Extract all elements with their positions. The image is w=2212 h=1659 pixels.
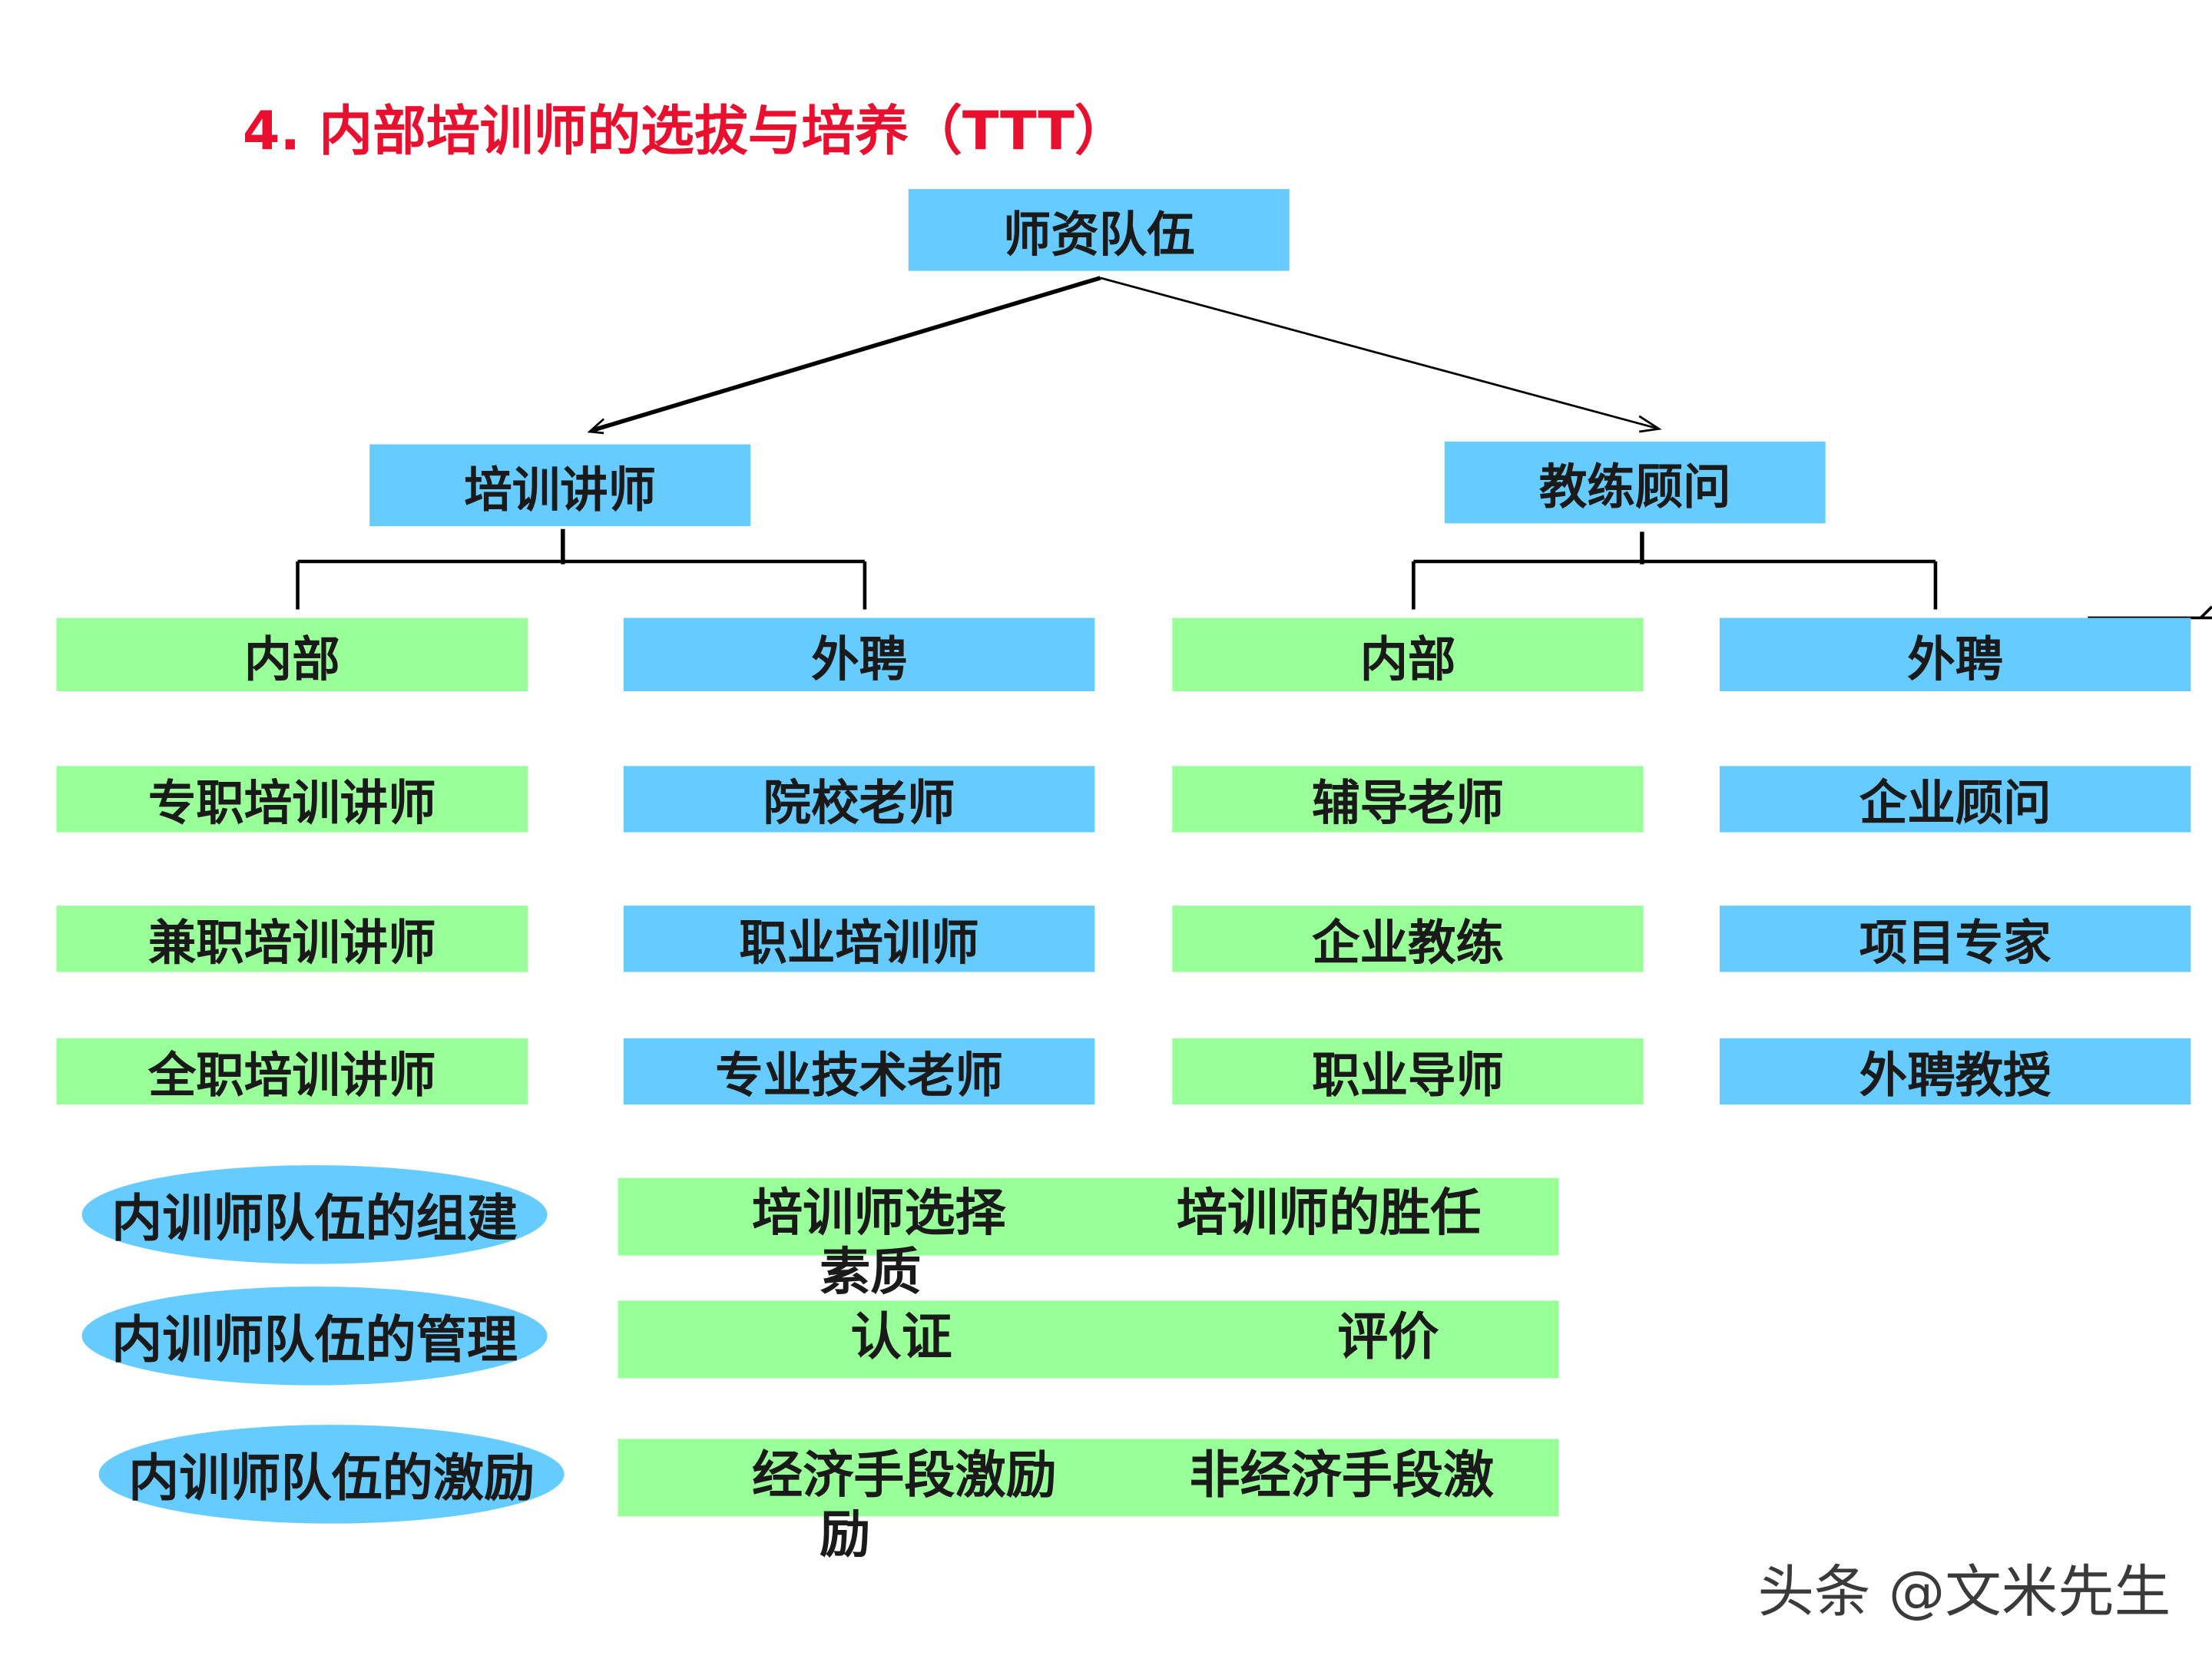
list-item: 企业教练: [1172, 906, 1644, 972]
header-trainers-external: 外聘: [623, 618, 1095, 691]
stray-tick: [2199, 605, 2212, 619]
list-item: 兼职培训讲师: [56, 906, 528, 972]
header-coaches-external: 外聘: [1719, 618, 2191, 691]
mgmt-label-manage: 内训师队伍的管理: [81, 1286, 548, 1386]
list-item: 院校老师: [623, 766, 1095, 833]
list-item: 全职培训讲师: [56, 1038, 528, 1105]
mgmt-manage-left: 认证: [850, 1309, 952, 1367]
mgmt-build-left: 培训师选择 素质: [752, 1185, 1119, 1303]
left-arrowhead: [587, 418, 605, 435]
right-arrowhead: [1638, 415, 1662, 433]
mgmt-bar-build: [618, 1177, 1559, 1256]
list-item: 专业技术老师: [623, 1038, 1095, 1105]
mgmt-build-left-line2: 素质: [820, 1243, 922, 1303]
mgmt-manage-right: 评价: [1337, 1309, 1439, 1367]
mgmt-motivate-left: 经济手段激励 励: [752, 1447, 1119, 1565]
branch-coaches: 教练顾问: [1444, 441, 1826, 524]
mgmt-label-build: 内训师队伍的组建: [81, 1165, 548, 1264]
mgmt-build-left-line1: 培训师选择: [751, 1184, 1006, 1243]
mgmt-motivate-right: 非经济手段激: [1189, 1447, 1495, 1505]
branch-trainers: 培训讲师: [369, 444, 751, 527]
list-item: 外聘教授: [1719, 1038, 2191, 1105]
mgmt-motivate-left-line1: 经济手段激励: [751, 1447, 1057, 1505]
list-item: 辅导老师: [1172, 766, 1644, 833]
mgmt-bar-motivate: [618, 1439, 1559, 1517]
watermark: 头条 @文米先生: [1757, 1560, 2171, 1625]
mgmt-motivate-left-line2: 励: [820, 1506, 871, 1565]
root-to-right-line: [1100, 276, 1660, 430]
list-item: 专职培训讲师: [56, 766, 528, 833]
header-trainers-internal: 内部: [56, 618, 528, 691]
list-item: 职业导师: [1172, 1038, 1644, 1105]
mgmt-build-right: 培训师的胜任: [1176, 1184, 1482, 1243]
list-item: 项目专家: [1719, 906, 2191, 972]
mgmt-label-motivate: 内训师队伍的激励: [98, 1425, 565, 1524]
root-node: 师资队伍: [908, 189, 1290, 271]
page-title: 4. 内部培训师的选拔与培养（TTT）: [242, 100, 1128, 163]
root-to-left-line: [591, 276, 1101, 432]
header-coaches-internal: 内部: [1172, 618, 1644, 691]
list-item: 职业培训师: [623, 906, 1095, 972]
mgmt-bar-manage: [618, 1300, 1559, 1379]
list-item: 企业顾问: [1719, 766, 2191, 833]
